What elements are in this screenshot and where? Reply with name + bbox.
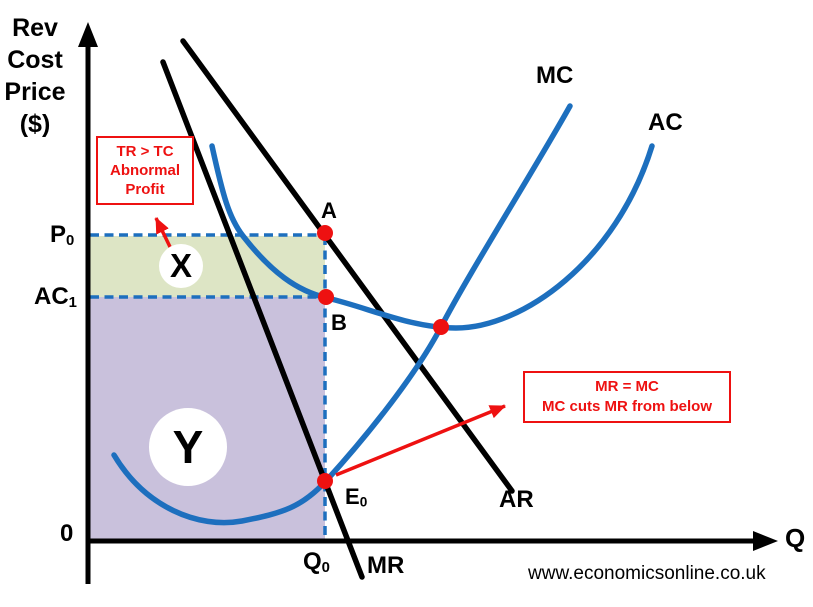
q0-base: Q	[303, 548, 322, 575]
mr-mc-box-line2: MC cuts MR from below	[541, 398, 712, 415]
region-x-letter-circle	[159, 244, 203, 288]
region-x-abnormal-profit	[90, 236, 325, 297]
abnormal-profit-box-line3: Profit	[125, 181, 165, 198]
mr-line	[160, 59, 365, 580]
e0-base: E	[345, 484, 360, 509]
ar-line-label: AR	[499, 486, 534, 513]
abnormal-profit-arrow	[154, 217, 174, 252]
point-b-label: B	[331, 310, 347, 335]
y-axis-title-line-price: Price	[4, 78, 66, 106]
y-axis-title: Rev Cost Price ($)	[2, 12, 68, 140]
mc-curve	[111, 103, 573, 526]
y-axis-title-line-cost: Cost	[7, 46, 63, 74]
mr-line-label: MR	[367, 552, 405, 579]
q0-sub: 0	[321, 559, 330, 576]
point-a-dot	[317, 225, 333, 241]
ac-curve-label: AC	[648, 109, 683, 136]
mc-ac-intersection-dot	[433, 319, 449, 335]
point-e0-label: E0	[345, 485, 367, 510]
y-axis-title-line-unit: ($)	[19, 110, 51, 138]
y-axis-arrowhead-icon	[78, 22, 98, 47]
ac1-sub: 1	[68, 294, 77, 311]
point-e0-dot	[317, 473, 333, 489]
x-axis-label: Q	[785, 523, 806, 553]
mr-mc-box: MR = MC MC cuts MR from below	[523, 371, 731, 423]
point-b-dot	[318, 289, 334, 305]
q0-label: Q0	[303, 549, 330, 576]
abnormal-profit-box: TR > TC Abnormal Profit	[96, 136, 194, 205]
p0-base: P	[50, 221, 67, 248]
mc-curve-label: MC	[536, 62, 574, 89]
region-y-letter-circle	[149, 408, 227, 486]
region-x-label: X	[169, 247, 192, 284]
mr-mc-box-line1: MR = MC	[595, 378, 659, 395]
abnormal-profit-box-line1: TR > TC	[116, 143, 174, 160]
ar-line	[180, 38, 515, 494]
y-axis-title-line-rev: Rev	[12, 14, 58, 42]
x-axis-arrowhead-icon	[753, 531, 778, 551]
mr-mc-arrow	[335, 404, 506, 477]
origin-label: 0	[60, 520, 74, 547]
ac-curve	[209, 143, 655, 331]
p0-sub: 0	[66, 232, 75, 249]
abnormal-profit-box-line2: Abnormal	[109, 162, 180, 179]
point-a-label: A	[321, 198, 337, 223]
e0-sub: 0	[359, 494, 368, 510]
ac1-base: AC	[34, 283, 69, 310]
watermark: www.economicsonline.co.uk	[528, 563, 766, 584]
p0-label: P0	[50, 222, 74, 249]
region-y-label: Y	[172, 421, 204, 473]
ac1-label: AC1	[34, 284, 77, 311]
